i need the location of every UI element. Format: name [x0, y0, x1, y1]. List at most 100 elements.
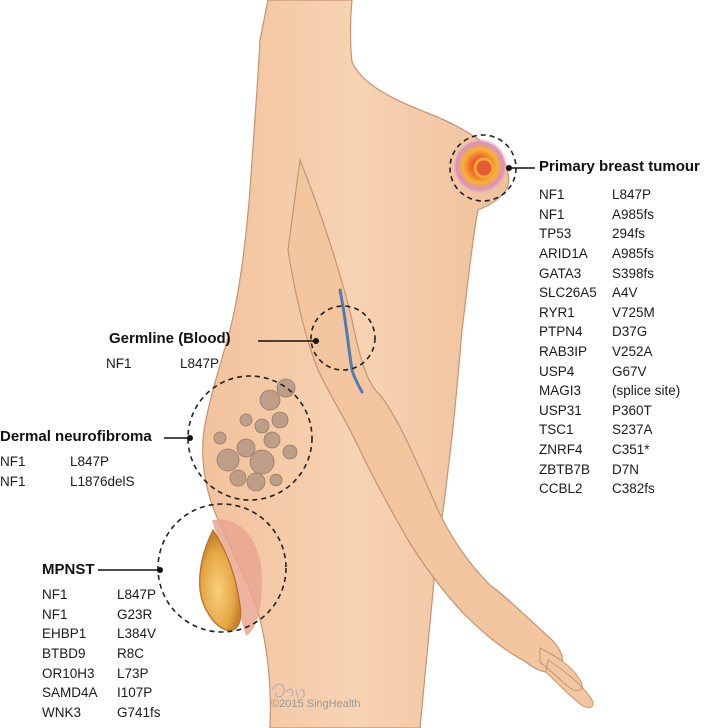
mutation-row: ZBTB7B D7N [539, 459, 680, 479]
gene-name: MAGI3 [539, 383, 582, 399]
germline-circle [310, 305, 376, 371]
primary-tumour-label: Primary breast tumour [539, 158, 700, 175]
gene-name: NF1 [42, 606, 68, 622]
germline-label: Germline (Blood) [109, 330, 231, 347]
mutation-row: NF1 A985fs [539, 205, 680, 225]
mutation-row: NF1 L847P [539, 185, 680, 205]
mutation-value: R8C [117, 646, 145, 662]
mutation-row: NF1 L847P [106, 354, 219, 374]
mutation-row: NF1 L1876delS [0, 472, 135, 492]
mutation-value: D7N [612, 461, 640, 477]
mutation-row: PTPN4 D37G [539, 322, 680, 342]
mutation-value: 294fs [612, 226, 646, 242]
dermal-circle [187, 375, 313, 501]
gene-name: SAMD4A [42, 685, 98, 701]
dermal-label: Dermal neurofibroma [0, 428, 152, 445]
mutation-value: (splice site) [612, 383, 681, 399]
mutation-value: I107P [117, 685, 153, 701]
mutation-value: L73P [117, 665, 149, 681]
mutation-value: L1876delS [70, 473, 135, 489]
dermal-leader-dot [187, 435, 193, 441]
primary-leader-dot [506, 165, 512, 171]
gene-name: WNK3 [42, 704, 82, 720]
mutation-value: L384V [117, 626, 157, 642]
mutation-row: ZNRF4 C351* [539, 440, 680, 460]
mutation-row: TSC1 S237A [539, 420, 680, 440]
gene-name: ARID1A [539, 246, 588, 262]
gene-name: NF1 [106, 356, 132, 372]
mutation-value: G67V [612, 363, 647, 379]
mutation-value: A985fs [612, 246, 655, 262]
gene-name: RYR1 [539, 304, 575, 320]
mutation-value: C382fs [612, 481, 655, 497]
gene-name: NF1 [42, 587, 68, 603]
gene-name: SLC26A5 [539, 285, 597, 301]
mutation-row: RYR1 V725M [539, 303, 680, 323]
mutation-row: USP4 G67V [539, 361, 680, 381]
mpnst-label: MPNST [42, 561, 95, 578]
mutation-row: TP53 294fs [539, 224, 680, 244]
mutation-value: G23R [117, 606, 153, 622]
gene-name: PTPN4 [539, 324, 583, 340]
mutation-value: V252A [612, 344, 653, 360]
mutation-row: NF1 G23R [42, 605, 161, 625]
mutation-row: GATA3 S398fs [539, 263, 680, 283]
mutation-row: RAB3IP V252A [539, 342, 680, 362]
mutation-value: A985fs [612, 206, 655, 222]
germline-leader-dot [313, 338, 319, 344]
mutation-value: A4V [612, 285, 638, 301]
mutation-row: SLC26A5 A4V [539, 283, 680, 303]
gene-name: RAB3IP [539, 344, 588, 360]
mutation-value: P360T [612, 402, 652, 418]
mutation-value: D37G [612, 324, 648, 340]
gene-name: USP4 [539, 363, 575, 379]
mutation-value: G741fs [117, 704, 161, 720]
mpnst-leader-dot [157, 567, 163, 573]
mutation-value: L847P [612, 187, 652, 203]
mutation-row: ARID1A A985fs [539, 244, 680, 264]
gene-name: TSC1 [539, 422, 574, 438]
mutation-row: NF1 L847P [0, 452, 135, 472]
gene-name: ZNRF4 [539, 442, 583, 458]
gene-name: OR10H3 [42, 665, 95, 681]
mutation-value: S398fs [612, 265, 655, 281]
mutation-value: C351* [612, 442, 650, 458]
mutation-row: OR10H3 L73P [42, 663, 161, 683]
mutation-row: MAGI3 (splice site) [539, 381, 680, 401]
gene-name: USP31 [539, 402, 582, 418]
mutation-row: NF1 L847P [42, 585, 161, 605]
gene-name: NF1 [539, 187, 565, 203]
gene-name: GATA3 [539, 265, 582, 281]
mutation-value: L847P [70, 454, 110, 470]
gene-name: NF1 [0, 473, 26, 489]
mpnst-tumour [199, 528, 242, 631]
gene-name: NF1 [539, 206, 565, 222]
mutation-value: L847P [117, 587, 157, 603]
mutation-row: WNK3 G741fs [42, 703, 161, 723]
mutation-row: SAMD4A I107P [42, 683, 161, 703]
gene-name: CCBL2 [539, 481, 583, 497]
gene-name: ZBTB7B [539, 461, 591, 477]
mutation-row: BTBD9 R8C [42, 644, 161, 664]
gene-name: TP53 [539, 226, 572, 242]
mutation-row: USP31 P360T [539, 401, 680, 421]
copyright-credit: ©2015 SingHealth [271, 698, 361, 710]
mutation-value: V725M [612, 304, 655, 320]
mpnst-tissue [212, 519, 262, 636]
mutation-value: S237A [612, 422, 653, 438]
breast-tumour-core [473, 157, 495, 179]
hand [539, 647, 594, 708]
artist-signature [271, 683, 305, 699]
gene-name: NF1 [0, 454, 26, 470]
gene-name: BTBD9 [42, 646, 86, 662]
neurofibroma-nodules [213, 378, 298, 492]
mutation-row: CCBL2 C382fs [539, 479, 680, 499]
mutation-value: L847P [180, 356, 220, 372]
vein [338, 288, 364, 394]
